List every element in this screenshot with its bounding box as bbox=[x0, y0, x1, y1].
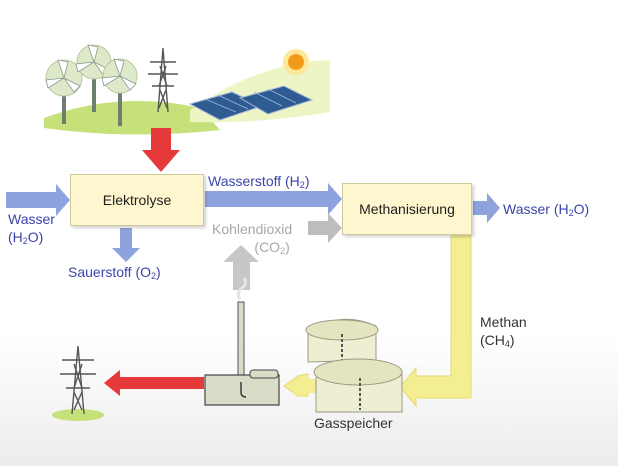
wind-turbine-icon bbox=[45, 59, 83, 124]
methan-label: Methan (CH4) bbox=[480, 314, 527, 349]
gas-tank-icon bbox=[305, 318, 379, 363]
electricity-arrow-out bbox=[104, 370, 204, 396]
power-pylon-icon bbox=[148, 47, 178, 113]
co2-arrow bbox=[308, 213, 342, 243]
methanisierung-box: Methanisierung bbox=[342, 183, 472, 235]
wasser-input-label: Wasser (H2O) bbox=[8, 211, 55, 246]
water-input-arrow bbox=[6, 184, 70, 216]
chimney-icon bbox=[204, 277, 280, 406]
oxygen-arrow bbox=[112, 228, 140, 262]
sun-icon bbox=[283, 49, 309, 75]
gasspeicher-label: Gasspeicher bbox=[314, 415, 393, 431]
gas-tank-icon bbox=[313, 358, 403, 413]
sauerstoff-label: Sauerstoff (O2) bbox=[68, 264, 161, 281]
water-output-arrow bbox=[473, 193, 500, 223]
power-pylon-icon bbox=[52, 345, 104, 421]
elektrolyse-box: Elektrolyse bbox=[70, 174, 204, 226]
methane-arrow bbox=[399, 235, 472, 408]
wasser-output-label: Wasser (H2O) bbox=[503, 201, 590, 218]
wasserstoff-label: Wasserstoff (H2) bbox=[208, 173, 310, 190]
co2-capture-arrow bbox=[223, 245, 259, 290]
kohlendioxid-label: Kohlendioxid (CO2) bbox=[212, 221, 293, 256]
wind-turbine-icon bbox=[101, 58, 138, 126]
solar-panel-icon bbox=[188, 85, 314, 121]
hydrogen-arrow bbox=[205, 183, 342, 215]
electricity-arrow-in bbox=[142, 128, 180, 172]
